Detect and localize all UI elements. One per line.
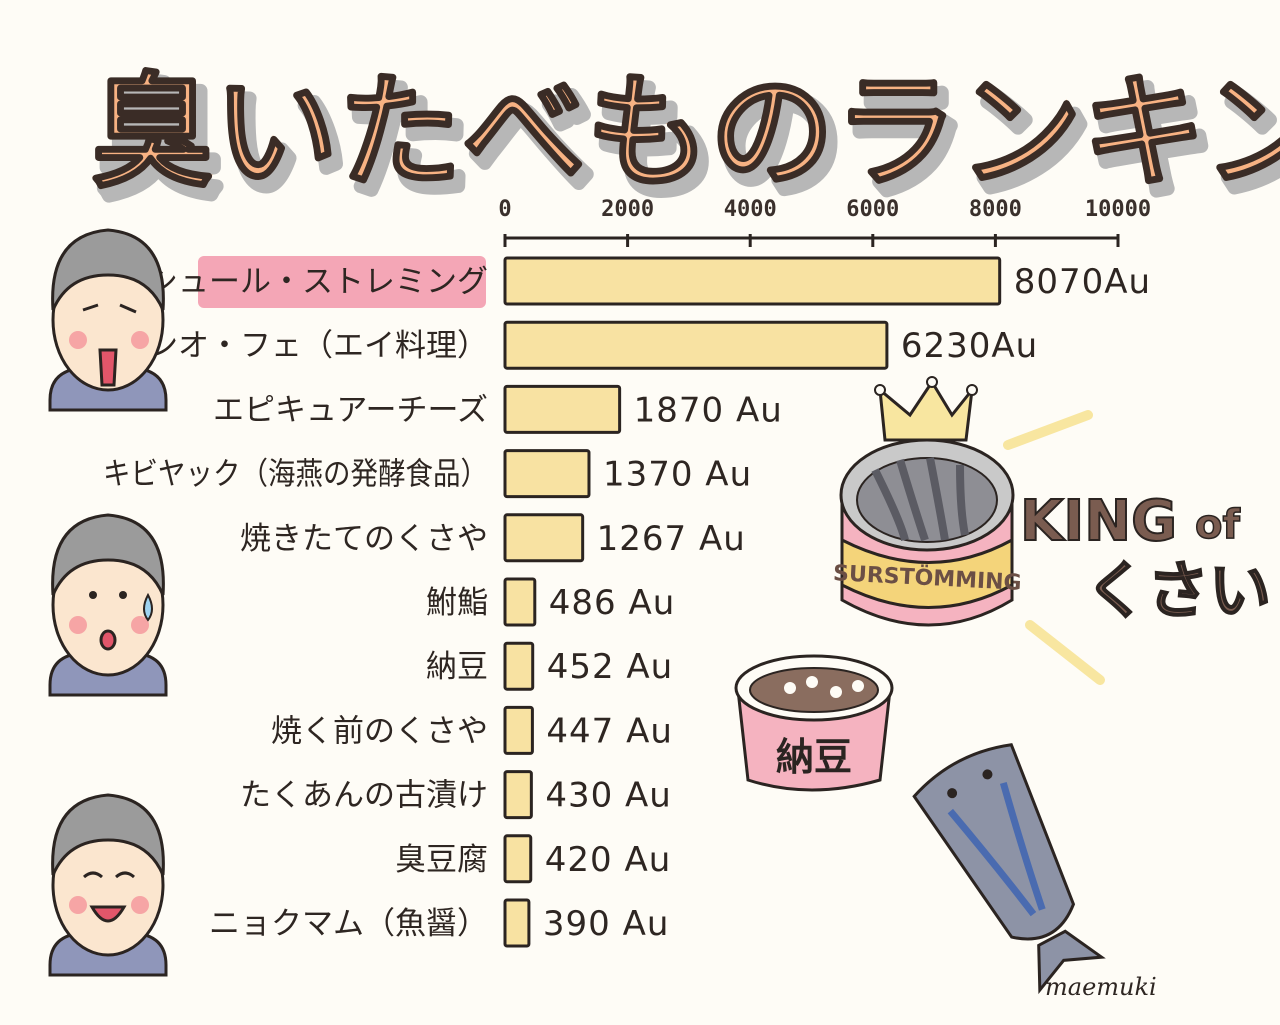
bar [503,384,622,434]
category-label: 臭豆腐 [395,842,488,878]
value-label: 390 Au [543,904,670,944]
category-label: キビヤック（海燕の発酵食品） [103,457,488,493]
value-label: 452 Au [547,647,674,687]
value-label: 420 Au [545,840,672,880]
value-label: 486 Au [549,583,676,623]
category-highlight [198,256,486,308]
king-of-text: of [1195,502,1240,548]
value-label: 1870 Au [634,390,783,430]
face-sweat-icon [48,513,168,697]
bar-series: シュール・ストレミング 8070Au ホンオ・フェ（エイ料理） 6230Au エピキュア… [103,256,1151,948]
category-label: たくあんの古漬け [240,778,488,814]
x-tick-label: 6000 [846,197,899,222]
bar [503,449,591,499]
surstromming-can-icon: SURSTÖMMING [832,376,1022,627]
signature: maemuki [1045,973,1157,1001]
x-tick-label: 4000 [724,197,777,222]
category-label: 焼きたてのくさや [240,521,488,557]
bar [503,513,585,563]
value-label: 8070Au [1014,262,1151,302]
value-label: 430 Au [545,776,672,816]
dried-fish-icon [912,743,1106,995]
value-label: 447 Au [546,711,673,751]
bar [503,641,535,691]
crown-icon [878,379,975,442]
value-label: 1370 Au [603,455,752,495]
natto-container-icon: 納豆 [734,654,894,792]
value-label: 1267 Au [597,519,746,559]
natto-label: 納豆 [776,735,852,779]
x-tick-label: 2000 [601,197,654,222]
category-label: 焼く前のくさや [271,713,488,749]
face-angry-icon [48,228,168,412]
title-group: 臭いたべものランキング 臭いたべものランキング [89,60,1280,221]
bar [503,834,533,884]
x-axis: 0 2000 4000 6000 8000 10000 [498,197,1151,247]
bar [503,898,531,948]
sparkle-lines [1003,410,1105,685]
category-label: エピキュアーチーズ [213,392,488,428]
bar [503,320,889,370]
chart-title-shadow: 臭いたべものランキング [98,71,1280,215]
x-tick-label: 10000 [1085,197,1151,222]
category-label: ホンオ・フェ（エイ料理） [116,328,488,364]
king-of-kusai-label: KING of くさい [1019,488,1272,628]
bar [503,256,1002,306]
face-happy-icon [48,793,168,977]
x-tick-label: 0 [498,197,511,222]
category-label: 鮒鮨 [426,585,488,621]
bar [503,770,533,820]
bar [503,577,537,627]
chart-title: 臭いたべものランキング [90,61,1280,205]
bar [503,705,534,755]
category-label: シュール・ストレミング [147,264,488,300]
category-label: 納豆 [426,649,488,685]
kusai-text: くさい [1085,554,1271,627]
x-tick-label: 8000 [969,197,1022,222]
category-label: ニョクマム（魚醤） [209,906,488,942]
king-text: KING [1020,489,1177,554]
value-label: 6230Au [901,326,1038,366]
